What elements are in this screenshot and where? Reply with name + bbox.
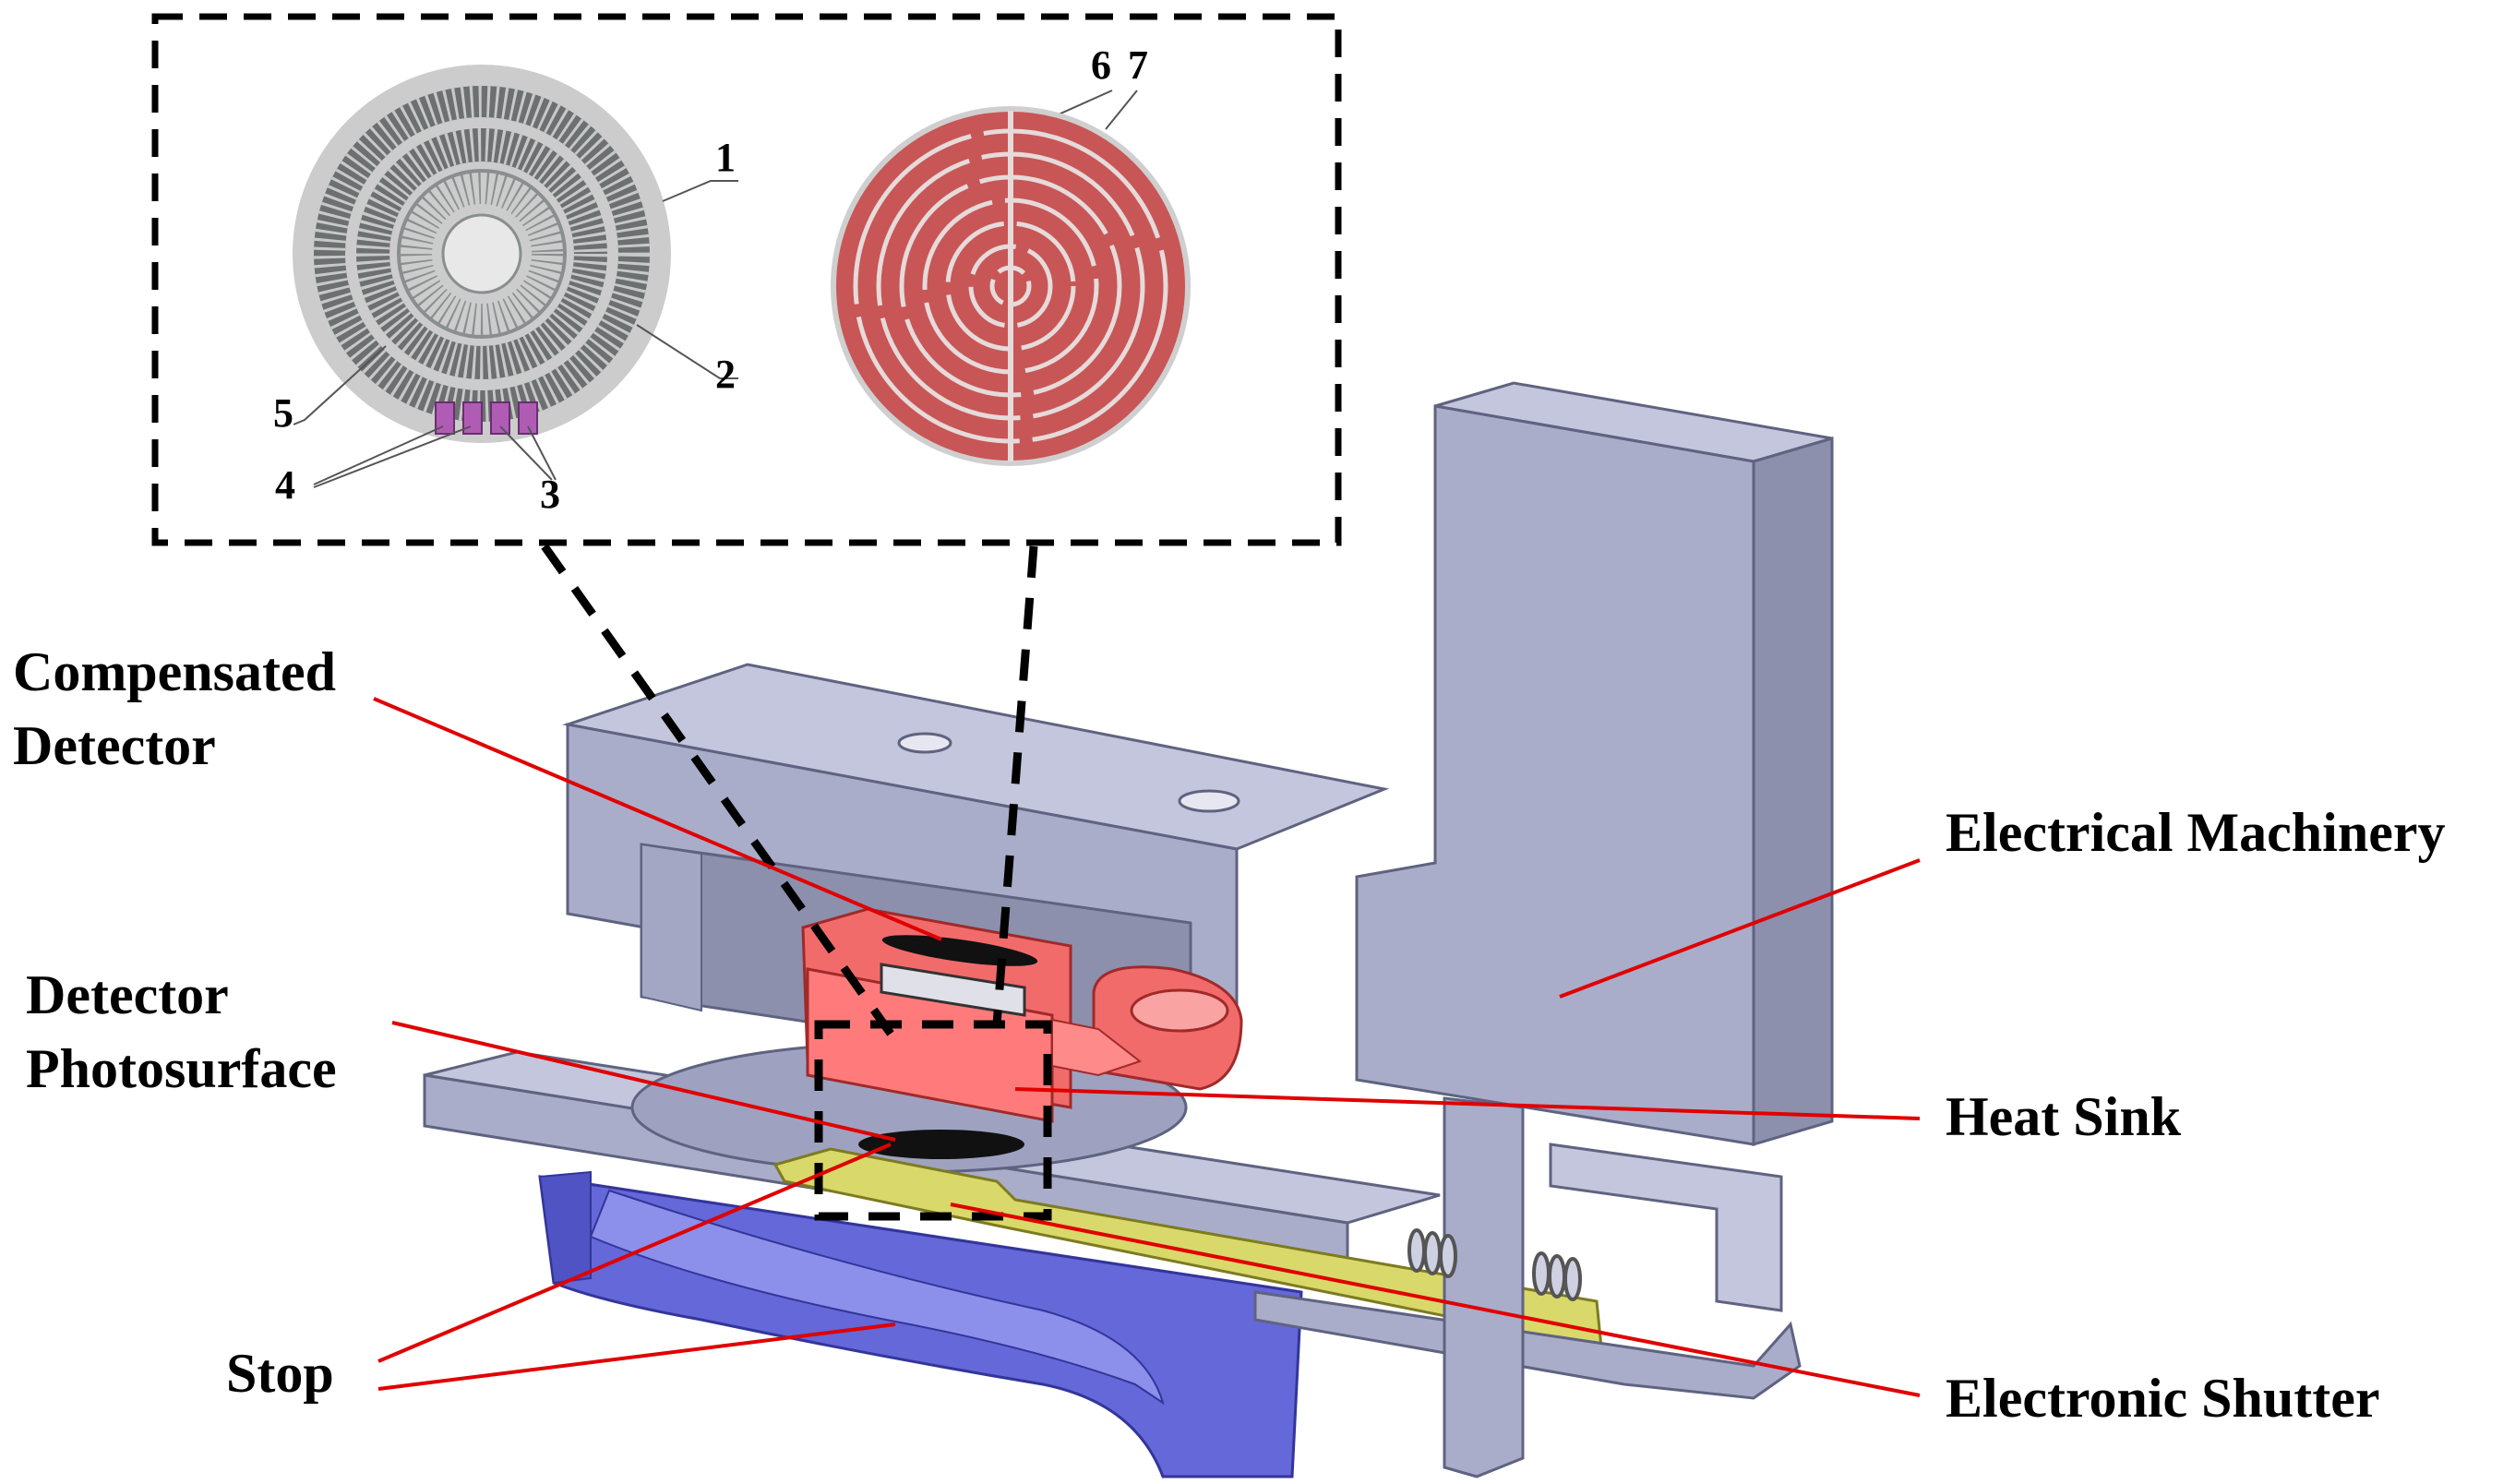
label-heat-sink: Heat Sink: [1946, 1086, 2182, 1147]
label-number-6: 6: [1091, 42, 1111, 88]
leader-electrical-machinery: [1559, 858, 1921, 999]
assembly: [423, 381, 1834, 1478]
heat-sink-clip: [1051, 1018, 1143, 1077]
inset-dashed-frame: [151, 13, 1342, 546]
screw-hole: [1178, 789, 1240, 813]
label-number-5: 5: [273, 390, 293, 436]
callout-leaders: [373, 697, 1921, 1397]
shutter-bracket: [1253, 1096, 1802, 1478]
detector-inner-ring-spokes: [356, 128, 607, 379]
housing-cavity-left-wall: [641, 843, 702, 1012]
label-number-1: 1: [715, 135, 736, 180]
electrical-machinery: [1355, 381, 1834, 1147]
callout-labels: Compensated Detector Detector Photosurfa…: [13, 641, 2445, 1429]
leader-compensated-detector: [373, 697, 942, 941]
label-detector-photosurface-line1: Detector: [26, 964, 229, 1025]
contact-pad: [518, 401, 538, 435]
bracket-shaft: [1443, 1096, 1525, 1478]
label-number-7: 7: [1128, 42, 1148, 88]
detector-center-hole: [441, 213, 522, 294]
heat-sink-ear-hole: [1130, 988, 1229, 1033]
label-electronic-shutter: Electronic Shutter: [1946, 1368, 2379, 1429]
motor-side-face: [1752, 436, 1834, 1147]
label-compensated-detector-line1: Compensated: [13, 641, 336, 702]
electronic-shutter-blade: [772, 1147, 1603, 1349]
bracket-tab: [1549, 1143, 1783, 1312]
contact-pad: [490, 401, 510, 435]
heat-sink: [801, 907, 1243, 1123]
label-detector-photosurface-line2: Photosurface: [26, 1038, 337, 1099]
leader-electronic-shutter: [950, 1203, 1921, 1397]
contact-pad: [435, 401, 455, 435]
detector-outer-ring-spokes: [314, 86, 650, 422]
base-ring-side: [538, 1170, 592, 1285]
motor-front-face: [1355, 404, 1755, 1146]
detector-spoke-field: [399, 171, 565, 337]
heater-disk: [831, 106, 1191, 466]
label-number-3: 3: [540, 472, 560, 517]
inset-numbers: 1 2 5 4 3 6 7: [273, 42, 1148, 517]
label-compensated-detector-line2: Detector: [13, 715, 216, 776]
detector-photosurface: [858, 1130, 1024, 1159]
base-ring: [538, 1170, 1303, 1478]
label-electrical-machinery: Electrical Machinery: [1946, 802, 2445, 863]
detail-inset: 1 2 5 4 3 6 7: [151, 13, 1342, 546]
leader-detector-photosurface: [391, 1021, 896, 1142]
heater-ring: [945, 221, 1076, 352]
bracket-plate: [1253, 1290, 1802, 1400]
spring: [1407, 1228, 1582, 1301]
heat-sink-slot: [880, 963, 1026, 1017]
connector-line-right: [992, 545, 1038, 1025]
label-number-4: 4: [275, 462, 295, 508]
compensated-detector-element: [881, 935, 1038, 966]
label-stop: Stop: [226, 1343, 334, 1404]
leader-stop-upper: [377, 1143, 892, 1363]
leader-heat-sink: [1014, 1087, 1921, 1120]
leader-stop-lower: [377, 1322, 896, 1391]
label-number-2: 2: [715, 352, 736, 397]
contact-pad: [462, 401, 483, 435]
screw-hole: [897, 732, 952, 754]
thermopile-detector-disk: [293, 65, 671, 443]
base-ring-inner-face: [589, 1189, 1165, 1406]
